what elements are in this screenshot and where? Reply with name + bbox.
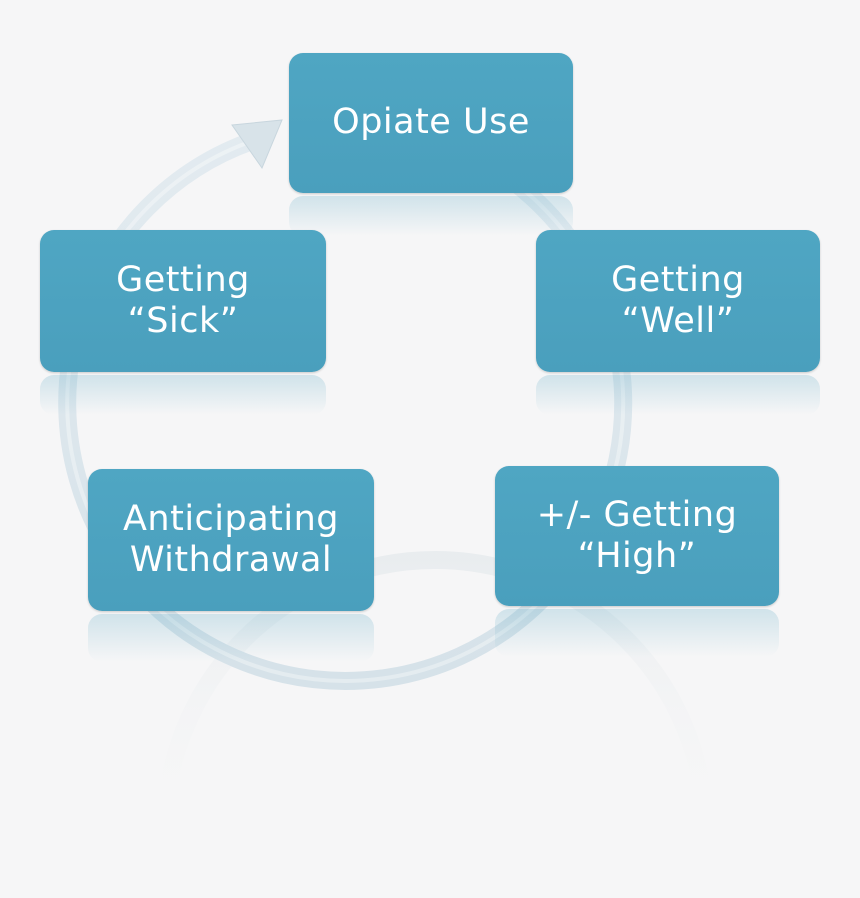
cycle-arrowhead	[231, 119, 283, 170]
node-getting-well: Getting “Well”	[536, 230, 820, 372]
ring-reflection	[156, 551, 714, 831]
node-getting-high: +/- Getting “High”	[495, 466, 779, 606]
node-getting-sick: Getting “Sick”	[40, 230, 326, 372]
node-opiate-use: Opiate Use	[289, 53, 573, 193]
node-label: Opiate Use	[332, 102, 530, 143]
node-label: +/- Getting “High”	[536, 494, 738, 576]
node-label: Getting “Well”	[611, 259, 745, 341]
node-label: Anticipating Withdrawal	[122, 498, 340, 580]
node-anticipating-withdrawal: Anticipating Withdrawal	[88, 469, 374, 611]
node-label: Getting “Sick”	[116, 259, 250, 341]
